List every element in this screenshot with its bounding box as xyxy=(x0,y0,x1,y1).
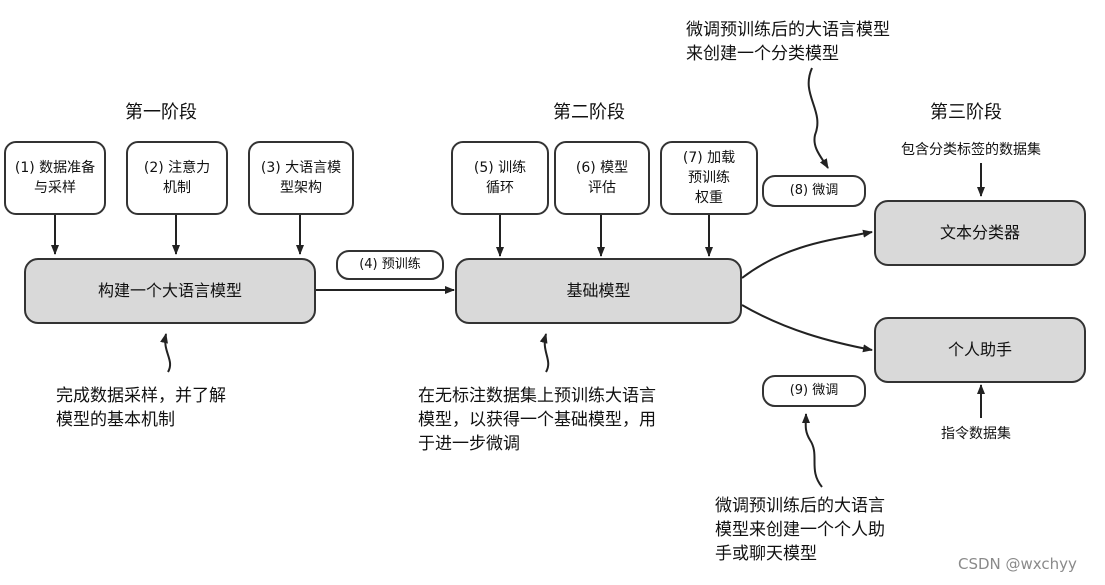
arrow-base-to-assistant xyxy=(741,304,873,353)
instruction-dataset-label: 指令数据集 xyxy=(941,426,1011,442)
stage-1-title: 第一阶段 xyxy=(125,102,197,123)
step-3-box: (3) 大语言模 型架构 xyxy=(248,141,354,215)
squiggle-top-right xyxy=(807,67,829,169)
step-8-pill: (8) 微调 xyxy=(762,175,866,207)
step-2-box: (2) 注意力 机制 xyxy=(126,141,228,215)
step-6-box: (6) 模型 评估 xyxy=(554,141,650,215)
text-classifier-box: 文本分类器 xyxy=(874,200,1086,266)
squiggle-stage1 xyxy=(160,333,172,373)
arrow-base-to-classifier xyxy=(741,229,873,279)
note-stage-1: 完成数据采样，并了解 模型的基本机制 xyxy=(56,386,226,430)
stage-3-title: 第三阶段 xyxy=(930,102,1002,123)
classifier-dataset-label: 包含分类标签的数据集 xyxy=(901,142,1041,158)
watermark: CSDN @wxchyy xyxy=(958,555,1077,573)
note-top-right: 微调预训练后的大语言模型 来创建一个分类模型 xyxy=(686,20,890,64)
squiggle-stage2 xyxy=(539,333,550,373)
stage-2-title: 第二阶段 xyxy=(553,102,625,123)
step-5-box: (5) 训练 循环 xyxy=(451,141,549,215)
step-4-pill: (4) 预训练 xyxy=(336,250,444,280)
build-llm-box: 构建一个大语言模型 xyxy=(24,258,316,324)
step-1-box: (1) 数据准备 与采样 xyxy=(4,141,106,215)
note-stage-2: 在无标注数据集上预训练大语言 模型，以获得一个基础模型，用 于进一步微调 xyxy=(418,386,656,454)
base-model-box: 基础模型 xyxy=(455,258,742,324)
step-7-box: (7) 加载 预训练 权重 xyxy=(660,141,758,215)
personal-assistant-box: 个人助手 xyxy=(874,317,1086,383)
squiggle-bottom-right xyxy=(801,413,823,488)
note-bottom-right: 微调预训练后的大语言 模型来创建一个个人助 手或聊天模型 xyxy=(715,496,885,564)
step-9-pill: (9) 微调 xyxy=(762,375,866,407)
